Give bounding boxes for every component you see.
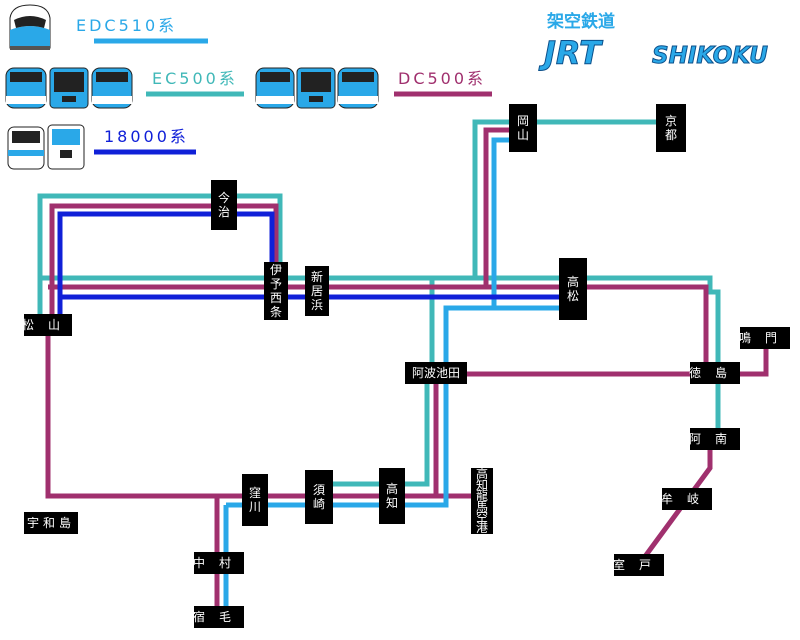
legend-dc500-label: DC500系	[398, 69, 486, 88]
station-sukumo: 宿毛	[193, 606, 245, 628]
station-label: 須崎	[313, 483, 325, 511]
station-label: 室戸	[613, 557, 665, 572]
station-label: 牟岐	[661, 491, 713, 506]
station-mugi: 牟岐	[661, 488, 713, 510]
station-label: 高知	[386, 481, 398, 510]
station-okayama: 岡山	[509, 104, 537, 152]
station-label: 伊予西条	[270, 263, 282, 319]
station-label: 阿波池田	[412, 366, 460, 380]
station-kubokawa: 窪川	[242, 474, 268, 526]
station-matsuyama: 松山	[22, 314, 74, 336]
station-label: 徳島	[689, 365, 741, 380]
station-anan: 阿南	[689, 428, 741, 450]
station-label: 新居浜	[311, 269, 323, 312]
station-niihama: 新居浜	[305, 266, 329, 316]
edc510-train-icon	[9, 4, 51, 50]
station-awaikeda: 阿波池田	[405, 362, 467, 384]
station-naruto: 鳴門	[739, 327, 791, 349]
station-label: 宿毛	[193, 609, 245, 624]
station-kochi: 高知	[379, 468, 405, 524]
station-imabari: 今治	[211, 180, 237, 230]
station-label: 阿南	[689, 431, 741, 446]
station-kyoto: 京都	[656, 104, 686, 152]
ec500-route	[37, 119, 721, 487]
station-muroto: 室戸	[613, 554, 665, 576]
station-nakamura: 中村	[193, 552, 245, 574]
legend-ec500-label: EC500系	[152, 69, 238, 88]
station-susaki: 須崎	[305, 470, 333, 524]
station-label: 今治	[218, 190, 230, 219]
jrt-logo: JRT	[538, 34, 603, 72]
station-label: 窪川	[249, 485, 261, 514]
station-label: 中村	[193, 555, 245, 570]
station-label: 高松	[567, 274, 579, 303]
shikoku-logo: SHIKOKU	[652, 43, 768, 69]
station-label: 高知龍馬空港	[476, 466, 488, 535]
legend-edc510-label: EDC510系	[76, 16, 177, 35]
station-kochi-airport: 高知龍馬空港	[471, 466, 493, 535]
18000-train-icon	[7, 124, 85, 170]
station-iyosaijo: 伊予西条	[264, 262, 288, 320]
station-takamatsu: 高松	[559, 258, 587, 320]
station-uwajima: 宇和島	[24, 512, 78, 534]
station-label: 鳴門	[739, 331, 791, 345]
ec500-train-icon	[5, 67, 133, 109]
dc500-train-icon	[255, 67, 379, 109]
station-label: 松山	[22, 318, 74, 332]
station-label: 岡山	[517, 114, 529, 142]
legend-18000-label: 18000系	[104, 127, 189, 146]
railway-title: 架空鉄道	[547, 11, 615, 32]
station-label: 宇和島	[27, 515, 75, 530]
station-tokushima: 徳島	[689, 362, 741, 384]
station-label: 京都	[665, 114, 677, 142]
